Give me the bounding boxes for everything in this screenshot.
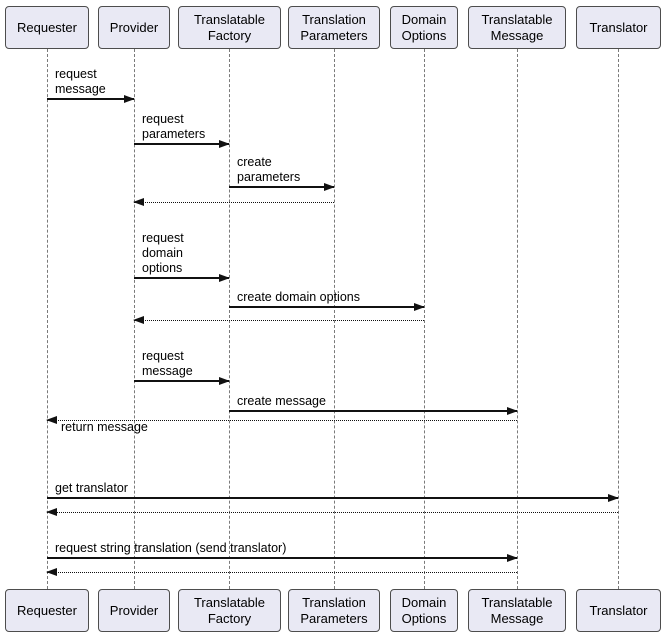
arrowhead-right-icon [219, 140, 230, 148]
actor-label: Translator [589, 602, 648, 618]
arrowhead-right-icon [414, 303, 425, 311]
lifeline-translator [618, 49, 619, 589]
message-label: return message [61, 420, 148, 434]
message-return-parameters [133, 198, 334, 206]
arrowhead-right-icon [324, 183, 335, 191]
actor-label: Translation Parameters [300, 11, 368, 43]
actor-label: Domain Options [401, 11, 447, 43]
actor-box-requester-bottom: Requester [5, 589, 89, 632]
message-label: request message [55, 67, 106, 96]
message-label: request string translation (send transla… [55, 541, 287, 555]
lifeline-translation-parameters [334, 49, 335, 589]
actor-box-translation-parameters-bottom: Translation Parameters [288, 589, 380, 632]
message-create-parameters: create parameters [229, 155, 335, 191]
actor-box-translator-bottom: Translator [576, 589, 661, 632]
actor-box-translatable-message-top: Translatable Message [468, 6, 566, 49]
message-create-domain-options: create domain options [229, 290, 425, 311]
message-request-domain-options: request domain options [134, 231, 230, 282]
lifeline-translatable-message [517, 49, 518, 589]
actor-box-provider-top: Provider [98, 6, 170, 49]
message-label: request parameters [142, 112, 206, 141]
message-return-string-translation [46, 568, 517, 576]
actor-box-translatable-factory-top: Translatable Factory [178, 6, 281, 49]
arrowhead-right-icon [608, 494, 619, 502]
message-return-translator [46, 508, 618, 516]
actor-label: Translatable Message [481, 594, 553, 626]
actor-box-requester-top: Requester [5, 6, 89, 49]
lifeline-domain-options [424, 49, 425, 589]
actor-box-domain-options-top: Domain Options [390, 6, 458, 49]
actor-box-translatable-factory-bottom: Translatable Factory [178, 589, 281, 632]
arrowhead-right-icon [124, 95, 135, 103]
message-label: create domain options [237, 290, 360, 304]
actor-label: Translator [589, 19, 648, 35]
message-return-domain-options [133, 316, 424, 324]
message-create-message: create message [229, 394, 518, 415]
message-request-parameters: request parameters [134, 112, 230, 148]
message-get-translator: get translator [47, 481, 619, 502]
actor-label: Translatable Factory [193, 11, 266, 43]
actor-box-domain-options-bottom: Domain Options [390, 589, 458, 632]
message-request-message-1: request message [47, 67, 135, 103]
arrowhead-right-icon [219, 377, 230, 385]
message-request-message-2: request message [134, 349, 230, 385]
arrowhead-right-icon [507, 407, 518, 415]
actor-label: Domain Options [401, 594, 447, 626]
arrowhead-left-icon [133, 316, 144, 324]
message-request-string-translation: request string translation (send transla… [47, 541, 518, 562]
message-label: get translator [55, 481, 128, 495]
message-label: create message [237, 394, 326, 408]
lifeline-requester [47, 49, 48, 589]
actor-label: Translatable Factory [193, 594, 266, 626]
message-label: request domain options [142, 231, 184, 275]
arrowhead-left-icon [46, 568, 57, 576]
actor-label: Translation Parameters [300, 594, 368, 626]
arrowhead-left-icon [46, 416, 57, 424]
actor-label: Requester [17, 19, 77, 35]
actor-box-provider-bottom: Provider [98, 589, 170, 632]
actor-box-translation-parameters-top: Translation Parameters [288, 6, 380, 49]
arrowhead-left-icon [46, 508, 57, 516]
actor-label: Provider [109, 19, 159, 35]
arrowhead-right-icon [507, 554, 518, 562]
message-return-message: return message [46, 416, 517, 434]
actor-box-translator-top: Translator [576, 6, 661, 49]
arrowhead-left-icon [133, 198, 144, 206]
actor-box-translatable-message-bottom: Translatable Message [468, 589, 566, 632]
arrowhead-right-icon [219, 274, 230, 282]
message-label: request message [142, 349, 193, 378]
actor-label: Translatable Message [481, 11, 553, 43]
message-label: create parameters [237, 155, 301, 184]
actor-label: Requester [17, 602, 77, 618]
lifeline-translatable-factory [229, 49, 230, 589]
actor-label: Provider [109, 602, 159, 618]
